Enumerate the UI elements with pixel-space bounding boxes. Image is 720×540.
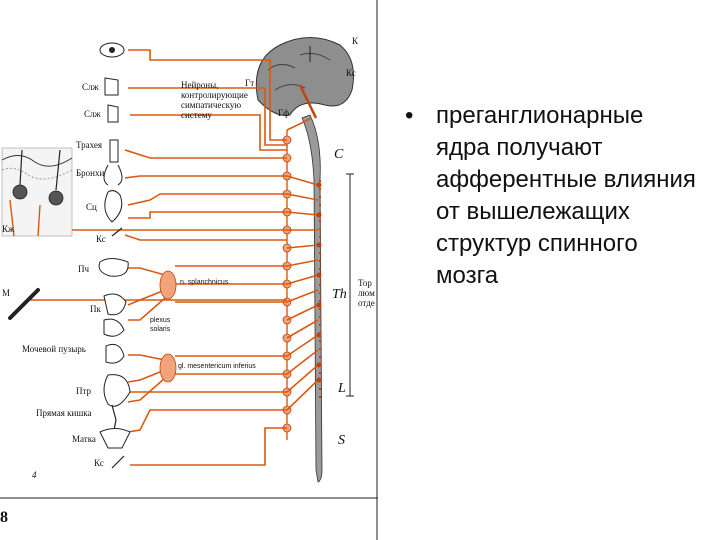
label-neurons-1: Нейроны, [181,80,218,90]
label-segment-s: S [338,433,345,448]
bullet-marker: • [405,102,414,129]
label-neurons-3: симпатическую [181,100,241,110]
label-segment-th: Th [332,287,347,302]
label-segment-l: L [337,381,346,396]
label-pancreas: Пк [90,304,101,314]
label-ks-top: Кс [346,68,356,78]
label-ks-mid: Кс [96,234,106,244]
brain-illustration [255,37,354,119]
label-bronchi: Бронхи [76,168,104,178]
label-kzh: Кж [2,224,15,234]
label-neurons-2: контролирующие [181,90,248,100]
label-side-3: отде [358,298,375,308]
spinal-cord [301,114,323,483]
autonomic-nervous-system-diagram: К Кс Гт Гф Нейроны, контролирующие симпа… [0,0,378,540]
label-plexus-2: solaris [150,326,171,333]
postganglionic-fibres [30,49,287,466]
label-splanchnic: n. splanchnicus [180,279,229,286]
label-slzh-2: Слж [84,109,101,119]
label-neurons-4: систему [181,110,212,120]
label-heart: Сц [86,202,97,212]
label-corner: 4 [32,470,37,480]
thoracolumbar-bracket [346,173,354,397]
label-m: М [2,288,10,298]
prevertebral-ganglia [159,270,177,383]
label-trachea: Трахея [76,140,102,150]
bullet-text: преганглионарные ядра получают афферентн… [436,102,696,289]
label-rectum: Прямая кишка [36,408,92,418]
label-plexus-1: plexus [150,317,171,324]
label-gf: Гф [278,108,289,118]
label-side-2: люм [358,288,375,298]
skin-illustration [1,147,73,237]
label-uterus: Матка [72,434,96,444]
label-slzh-1: Слж [82,82,99,92]
label-mesenteric: gl. mesentericum inferius [178,363,256,370]
preganglionic-fibres [286,117,322,411]
label-gt: Гт [245,78,254,88]
label-liver: Пч [78,264,89,274]
label-side-1: Тор [358,278,372,288]
figure-labels: К Кс Гт Гф Нейроны, контролирующие симпа… [0,36,375,526]
label-bladder: Мочевой пузырь [22,344,86,354]
organ-illustrations [8,42,131,469]
label-ks-low: Кс [94,458,104,468]
label-segment-c: C [334,147,344,162]
label-k: К [352,36,359,46]
page-number: 8 [0,509,8,526]
label-ptr: Птр [76,386,92,396]
